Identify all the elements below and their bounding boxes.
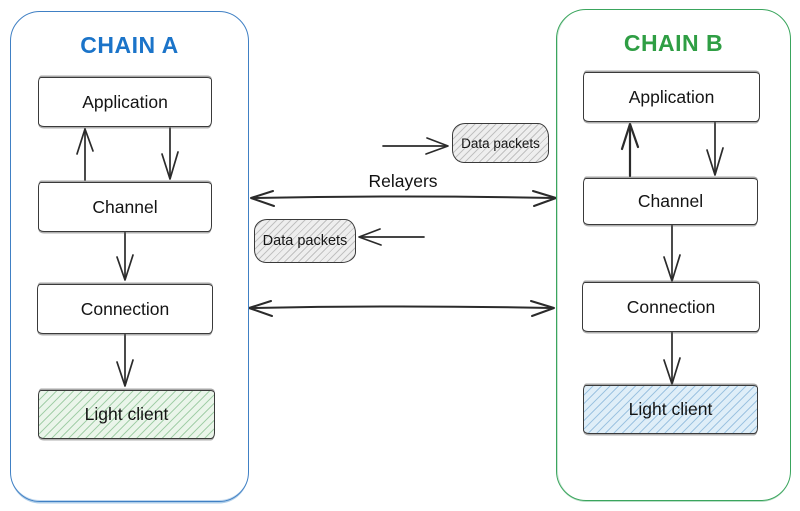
arrow-a-connection-to-lightclient: [116, 333, 134, 387]
relayers-label: Relayers: [368, 171, 438, 191]
chain-b-node-application: Application: [583, 72, 760, 122]
data-packets-upper-label: Data packets: [461, 135, 540, 151]
data-packets-lower-label: Data packets: [262, 233, 348, 249]
arrow-a-channel-to-application: [76, 128, 94, 181]
arrow-a-channel-to-connection: [116, 231, 134, 281]
arrow-b-channel-to-application: [620, 122, 640, 178]
chain-a-node-light-client: Light client: [38, 390, 215, 439]
chain-a-connection-label: Connection: [80, 298, 170, 319]
chain-b-node-light-client: Light client: [583, 385, 758, 434]
chain-a-channel-label: Channel: [92, 196, 158, 217]
arrow-b-application-to-channel: [706, 121, 724, 176]
chain-b-container: CHAIN B: [556, 9, 791, 501]
chain-a-application-label: Application: [82, 91, 168, 112]
arrow-b-connection-to-lightclient: [663, 331, 681, 385]
arrow-b-channel-to-connection: [663, 224, 681, 282]
chain-b-title: CHAIN B: [623, 30, 724, 56]
data-packets-badge-lower: Data packets: [254, 219, 356, 263]
chain-a-node-channel: Channel: [38, 182, 212, 232]
chain-b-node-channel: Channel: [583, 178, 758, 225]
arrow-connection-bidirectional: [248, 300, 555, 317]
arrow-to-upper-data-packets: [382, 137, 449, 155]
chain-a-node-application: Application: [38, 77, 212, 127]
chain-b-connection-label: Connection: [626, 296, 716, 317]
chain-b-channel-label: Channel: [637, 191, 704, 211]
arrow-a-application-to-channel: [161, 127, 179, 180]
arrow-to-lower-data-packets: [358, 228, 425, 246]
chain-b-node-connection: Connection: [582, 282, 760, 332]
chain-a-light-client-label: Light client: [84, 404, 169, 424]
chain-a-node-connection: Connection: [37, 284, 213, 334]
chain-a-container: CHAIN A: [10, 11, 249, 502]
chain-b-application-label: Application: [628, 86, 715, 107]
data-packets-badge-upper: Data packets: [452, 123, 549, 163]
chain-a-title: CHAIN A: [80, 32, 179, 58]
arrow-relayers-bidirectional: [250, 190, 557, 207]
chain-b-light-client-label: Light client: [628, 399, 713, 419]
